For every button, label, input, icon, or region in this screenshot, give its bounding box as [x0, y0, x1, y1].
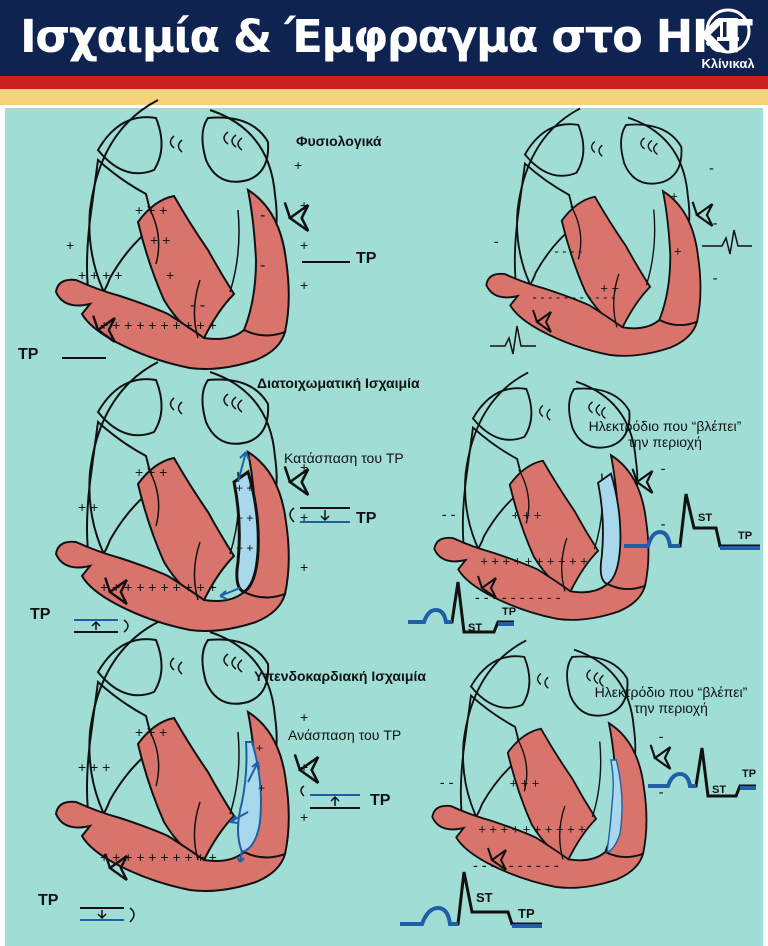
section-title-transmural: Διατοιχωματική Ισχαιμία [257, 375, 420, 391]
section-title-subendocardial: Υπενδοκαρδιακή Ισχαιμία [254, 668, 426, 684]
svg-text:+: + [300, 559, 308, 575]
svg-text:-: - [709, 161, 714, 177]
heart-normal-right: - - - - - - - - - - - - - - - + + + + - … [485, 107, 718, 357]
svg-text:+ + + + + + + + + +: + + + + + + + + + + [100, 579, 217, 595]
st-label: ST [468, 622, 483, 634]
tp-label: TP [18, 346, 39, 363]
tp-label: TP [738, 530, 753, 542]
st-label: ST [698, 512, 713, 524]
header-bar [0, 0, 768, 76]
svg-text:+: + [300, 709, 308, 725]
section-title-normal: Φυσιολογικά [296, 133, 382, 149]
svg-text:+ +: + + [236, 481, 253, 495]
svg-text:- - - - - - - - - -: - - - - - - - - - - [473, 858, 559, 874]
svg-text:- - - - - - - - - -: - - - - - - - - - - [475, 590, 561, 606]
svg-text:+ + + +: + + + + [78, 267, 122, 283]
svg-text:+: + [300, 809, 308, 825]
heart-subendocardial-left: + + + + + + + + + + + + + + + + + + + + … [55, 621, 308, 892]
svg-text:-: - [661, 517, 666, 533]
svg-text:+: + [300, 459, 308, 475]
svg-text:-: - [494, 234, 499, 250]
svg-text:+ +: + + [236, 511, 253, 525]
electrode-eye-icon [691, 200, 714, 228]
svg-text:-: - [260, 207, 265, 224]
tp-label: TP [38, 892, 59, 909]
electrode-label-transmural: Ηλεκτρόδιο που “βλέπει” την περιοχή [588, 418, 742, 450]
st-label: ST [712, 784, 727, 796]
st-label: ST [476, 890, 493, 905]
tp-label: TP [356, 510, 377, 527]
svg-text:+ +: + + [236, 541, 253, 555]
tp-label: TP [370, 792, 391, 809]
svg-text:-: - [661, 462, 666, 478]
svg-text:+ + + + + + + + + +: + + + + + + + + + + [478, 822, 585, 837]
svg-text:+ + + + + + + + + +: + + + + + + + + + + [480, 554, 587, 569]
svg-text:-: - [659, 785, 664, 801]
svg-text:+: + [670, 188, 678, 203]
tp-label: TP [518, 906, 535, 921]
svg-text:+: + [300, 277, 308, 293]
tp-elevation-label: Ανάσπαση του TP [288, 727, 402, 743]
svg-text:+ + + + + + + + + +: + + + + + + + + + + [100, 849, 217, 865]
svg-text:+ + +: + + + [135, 464, 167, 480]
heart-normal-left: + + + + + + + + + + + + + + + + + + + + … [55, 99, 308, 370]
svg-text:-: - [659, 730, 664, 746]
svg-text:- -: - - [440, 776, 454, 792]
svg-text:+ +: + + [78, 499, 98, 515]
svg-text:+ + +: + + + [135, 724, 167, 740]
svg-text:+ +: + + [150, 232, 170, 248]
svg-text:+: + [166, 267, 174, 283]
tp-label: TP [30, 606, 51, 623]
svg-text:+: + [256, 741, 263, 755]
svg-text:+ +: + + [600, 280, 619, 295]
logo-text: Κλίνικαλ [701, 56, 755, 71]
heart-subendocardial-right: + + + + + + + + + + + + + - - - - - - - … [431, 639, 664, 889]
electrode-eye-icon [283, 201, 310, 233]
svg-text:+: + [300, 237, 308, 253]
svg-text:- - - - - - - - - - -: - - - - - - - - - - - [532, 290, 615, 305]
column-stethoscope-logo-icon [705, 8, 751, 54]
tp-label: TP [742, 768, 757, 780]
svg-text:+: + [300, 509, 308, 525]
page-title: Ισχαιμία & Έμφραγμα στο ΗΚΓ [20, 10, 754, 63]
svg-text:+: + [294, 157, 302, 173]
svg-text:- - - -: - - - - [554, 244, 582, 259]
svg-text:+ + +: + + + [78, 759, 110, 775]
svg-text:-: - [260, 257, 265, 274]
red-stripe [0, 76, 768, 89]
svg-text:+: + [258, 781, 265, 795]
yellow-stripe [0, 89, 768, 105]
svg-text:+ + +: + + + [510, 776, 540, 791]
svg-text:+ + +: + + + [512, 508, 542, 523]
svg-text:+ + + + + + + + + +: + + + + + + + + + + [100, 317, 217, 333]
heart-transmural-right: + + + + + + + + + + + + + - - - - - - - … [433, 371, 666, 621]
tp-depression-label: Κατάσπαση του TP [284, 450, 404, 466]
svg-text:-: - [713, 216, 718, 232]
svg-text:- -: - - [190, 297, 205, 314]
svg-text:+: + [674, 244, 682, 259]
svg-text:+ + +: + + + [135, 202, 167, 218]
tp-label: TP [356, 250, 377, 267]
svg-text:+: + [66, 237, 74, 253]
electrode-eye-icon [649, 743, 672, 771]
svg-text:- -: - - [442, 508, 456, 524]
svg-text:-: - [713, 271, 718, 287]
electrode-eye-icon [283, 465, 310, 497]
heart-transmural-left: + + + + + + + + + + + + + + + + + + + + … [55, 361, 308, 632]
svg-text:+: + [300, 197, 308, 213]
electrode-label-subendocardial: Ηλεκτρόδιο που “βλέπει” την περιοχή [594, 684, 748, 716]
tp-label: TP [502, 606, 517, 618]
